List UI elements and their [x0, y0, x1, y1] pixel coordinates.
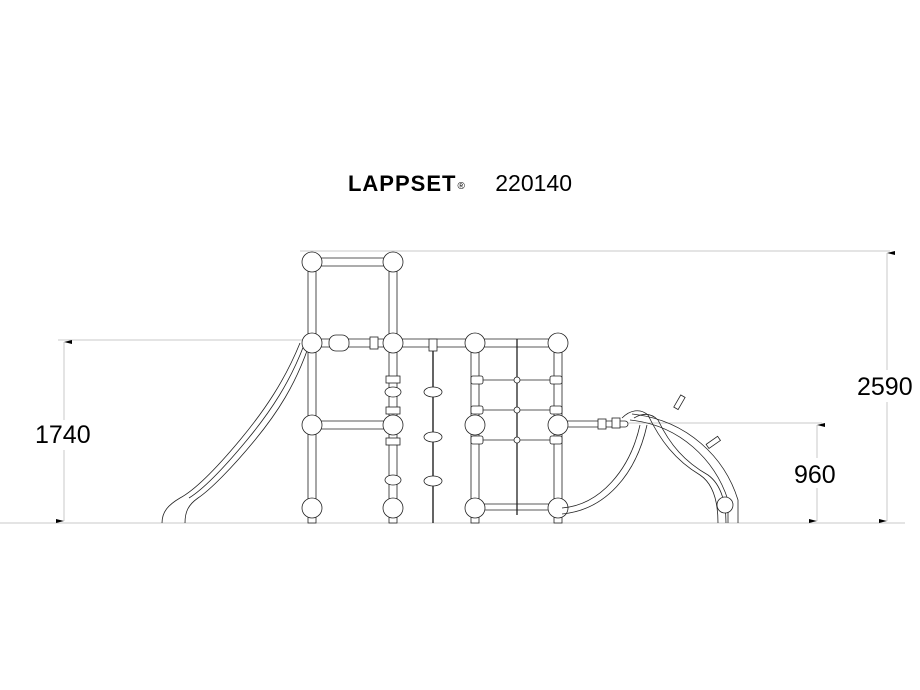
bead-rope [423, 338, 443, 523]
brand-logo: LAPPSET [347, 171, 457, 196]
product-code: 220140 [495, 170, 573, 196]
wave-slide-left [161, 342, 309, 524]
drawing-title: LAPPSET® 220140 [0, 170, 920, 197]
dimension-lines [56, 251, 895, 523]
dimension-1740: 1740 [34, 421, 92, 449]
dimension-2590: 2590 [856, 373, 914, 401]
reference-lines [0, 250, 905, 524]
rope-net [470, 339, 563, 515]
ball-joints [301, 251, 569, 519]
climbing-arch [561, 394, 739, 523]
pole-clamps [328, 334, 402, 486]
dimension-960: 960 [793, 461, 837, 489]
short-slide-right [597, 410, 734, 524]
structure [161, 251, 739, 524]
frame-rails [311, 257, 629, 511]
registered-mark: ® [457, 181, 465, 193]
